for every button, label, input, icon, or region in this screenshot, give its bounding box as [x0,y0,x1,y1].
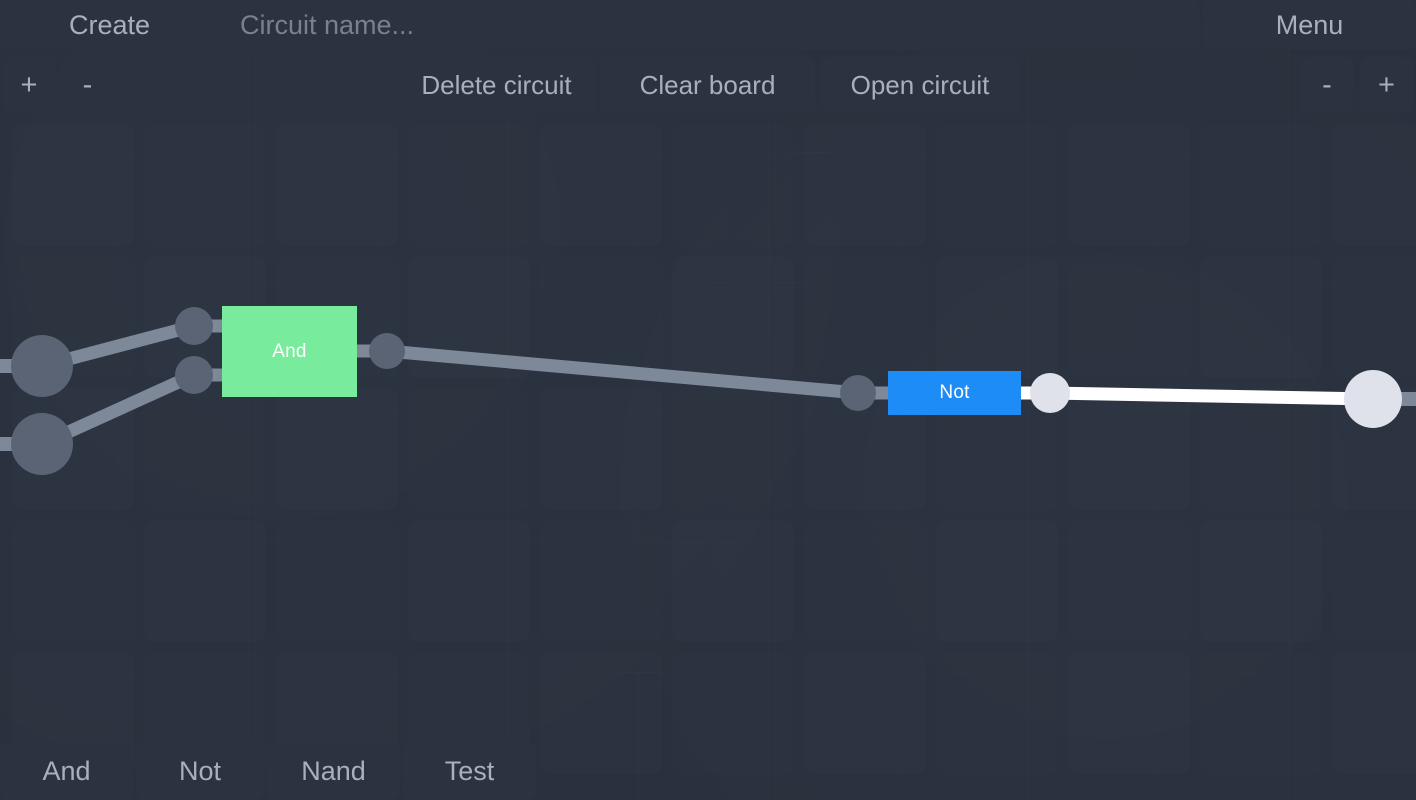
grid-cell [276,388,398,510]
grid-cell [144,520,266,642]
pan-plus-button[interactable]: + [1360,57,1413,113]
clear-board-button[interactable]: Clear board [600,57,815,113]
grid-cell [672,256,794,378]
zoom-out-button[interactable]: - [61,57,114,113]
grid-cell [1200,124,1322,246]
grid-cell [936,124,1058,246]
grid-cell [12,124,134,246]
pan-minus-button[interactable]: - [1300,57,1354,113]
grid-cell [1200,520,1322,642]
grid-cell [1068,124,1190,246]
delete-circuit-button[interactable]: Delete circuit [397,57,596,113]
gate-not-1[interactable]: Not [888,371,1021,415]
grid-cell [1332,124,1416,246]
circuit-node-in-a[interactable] [11,335,73,397]
wire[interactable] [386,344,859,400]
grid-cell [1332,520,1416,642]
menu-button[interactable]: Menu [1203,0,1416,50]
grid-cell [1332,256,1416,378]
grid-cell [12,520,134,642]
grid-cell [540,388,662,510]
palette-button-test[interactable]: Test [403,743,536,800]
open-circuit-button[interactable]: Open circuit [820,57,1020,113]
grid-cell [672,388,794,510]
grid-cell [1068,388,1190,510]
grid-cell [540,124,662,246]
wire[interactable] [1049,386,1374,406]
grid-cell [804,124,926,246]
circuit-node-out-result[interactable] [1344,370,1402,428]
grid-cell [1068,520,1190,642]
palette-button-and[interactable]: And [0,743,133,800]
grid-cell [276,520,398,642]
circuit-node-and-in-1[interactable] [175,307,213,345]
circuit-node-not-out[interactable] [1030,373,1070,413]
grid-cell [936,520,1058,642]
grid-cell [408,520,530,642]
grid-cell [1200,388,1322,510]
grid-cell [408,388,530,510]
grid-cell [276,124,398,246]
grid-cell [408,256,530,378]
grid-cell [672,124,794,246]
grid-cell [804,256,926,378]
circuit-node-and-out[interactable] [369,333,405,369]
palette-button-nand[interactable]: Nand [267,743,400,800]
circuit-node-and-in-2[interactable] [175,356,213,394]
gate-and-1[interactable]: And [222,306,357,397]
grid-cell [1200,256,1322,378]
grid-cell [804,520,926,642]
create-button[interactable]: Create [0,0,219,50]
grid-cell [540,256,662,378]
palette-button-not[interactable]: Not [136,743,264,800]
top-toolbar: Create Menu + - Delete circuit Clear boa… [0,0,1416,113]
grid-cell [540,520,662,642]
grid-cell [144,124,266,246]
grid-cell [672,520,794,642]
circuit-node-in-b[interactable] [11,413,73,475]
zoom-in-button[interactable]: + [3,57,55,113]
circuit-name-input[interactable] [222,0,1200,50]
circuit-node-not-in[interactable] [840,375,876,411]
grid-cell [1068,256,1190,378]
grid-cell [936,256,1058,378]
grid-cell [408,124,530,246]
grid-cell [144,388,266,510]
